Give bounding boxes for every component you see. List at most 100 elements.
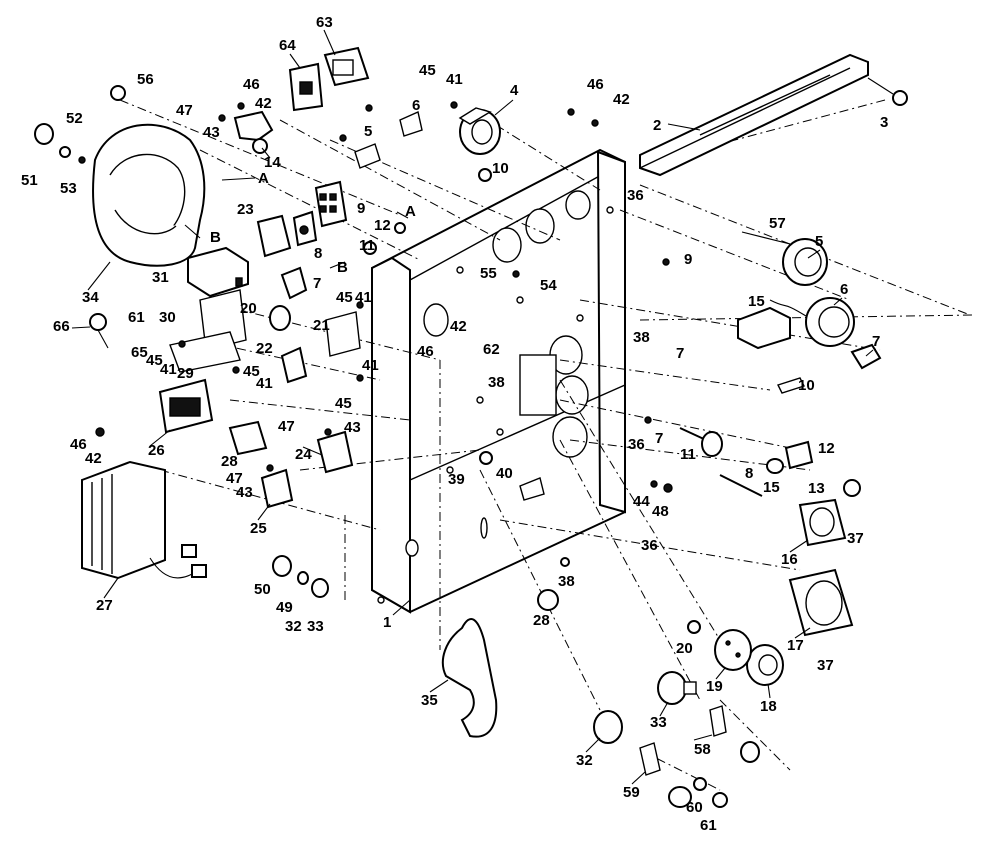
bracket-31: [187, 246, 249, 298]
dial-19: [714, 629, 752, 671]
callout: 39: [448, 471, 465, 488]
knob-33: [657, 671, 697, 705]
callout: 29: [177, 365, 194, 382]
callout: 9: [357, 200, 365, 217]
callout: 50: [254, 581, 271, 598]
callout: 24: [295, 446, 312, 463]
rectifier-27: [81, 460, 207, 580]
callout: 55: [480, 265, 497, 282]
callout: 34: [82, 289, 99, 306]
relay-25: [260, 468, 294, 509]
callout: 47: [278, 418, 295, 435]
gauge-6: [769, 297, 855, 347]
callout: 21: [313, 317, 330, 334]
callout: 59: [623, 784, 640, 801]
shaft-11: [679, 427, 723, 457]
callout: 33: [307, 618, 324, 635]
callout: 7: [872, 333, 880, 350]
callout: 45: [419, 62, 436, 79]
nut-56: [110, 85, 126, 101]
callout: 45: [335, 395, 352, 412]
callout: 41: [256, 375, 273, 392]
callout: 41: [362, 357, 379, 374]
callout: 17: [787, 637, 804, 654]
callout: 56: [137, 71, 154, 88]
contact-22: [280, 346, 308, 384]
fasteners-51-53: [34, 123, 86, 164]
small-hardware: [95, 101, 673, 501]
bushing-4: [458, 107, 501, 155]
callout: 62: [483, 341, 500, 358]
clip-7: [850, 343, 882, 370]
component-15: [737, 306, 791, 350]
callout: 11: [359, 237, 375, 254]
receptacle-16: [798, 498, 847, 547]
callout: 47: [226, 470, 243, 487]
handle-35: [441, 618, 498, 738]
bushing-28: [537, 557, 570, 611]
callout: 28: [221, 453, 238, 470]
washer-20: [687, 620, 701, 634]
washer-8: [766, 458, 784, 474]
callout: 36: [628, 436, 645, 453]
callout: 12: [374, 217, 391, 234]
callout: 6: [840, 281, 848, 298]
callout: 22: [256, 340, 273, 357]
fasteners-49-50: [272, 555, 329, 598]
callout: 57: [769, 215, 786, 232]
callout: 9: [684, 251, 692, 268]
callout: 32: [285, 618, 302, 635]
callout: 48: [652, 503, 669, 520]
plate-21: [325, 311, 361, 357]
callout: 31: [152, 269, 169, 286]
callout: 2: [653, 117, 661, 134]
callout: 38: [488, 374, 505, 391]
knob-32: [593, 710, 623, 744]
callout: 46: [417, 343, 434, 360]
callout: 4: [510, 82, 519, 99]
callout: 45: [336, 289, 353, 306]
callout: 64: [279, 37, 296, 54]
callout: 43: [236, 484, 253, 501]
callout: 33: [650, 714, 667, 731]
callout: 13: [808, 480, 825, 497]
switch-66: [71, 313, 109, 349]
callout: 63: [316, 14, 333, 31]
callout: 6: [412, 97, 420, 114]
callout: 5: [815, 233, 823, 250]
callout-labels: 1 2 3 4 5 5 6 6 7 7 7 7 8 8 9 9 10 10 11…: [21, 14, 888, 834]
callout: 49: [276, 599, 293, 616]
ring-right: [740, 741, 760, 763]
callout: 3: [880, 114, 888, 131]
callout: 7: [313, 275, 321, 292]
callout: 8: [745, 465, 753, 482]
callout: 26: [148, 442, 165, 459]
callout: 36: [627, 187, 644, 204]
receptacle-17: [788, 568, 854, 637]
switch-63: [323, 46, 370, 87]
callout: 15: [748, 293, 765, 310]
callout: 16: [781, 551, 798, 568]
callout: 1: [383, 614, 391, 631]
screw-3: [867, 77, 908, 106]
switch-18: [746, 644, 784, 686]
housing-34: [92, 123, 206, 267]
callout: 54: [540, 277, 557, 294]
callout: 35: [421, 692, 438, 709]
callout: 5: [364, 123, 372, 140]
reference-letter: A: [405, 203, 416, 220]
terminal-8: [292, 210, 318, 247]
fitting-28-left: [228, 420, 268, 456]
callout: 19: [706, 678, 723, 695]
ring-59: [639, 742, 692, 808]
callout: 10: [492, 160, 509, 177]
callout: 41: [160, 361, 177, 378]
callout: 27: [96, 597, 113, 614]
callout: 43: [344, 419, 361, 436]
callout: 42: [255, 95, 272, 112]
callout: 7: [655, 430, 663, 447]
rod-15: [719, 474, 763, 497]
callout: 42: [613, 91, 630, 108]
terminal-block-9: [314, 180, 348, 228]
